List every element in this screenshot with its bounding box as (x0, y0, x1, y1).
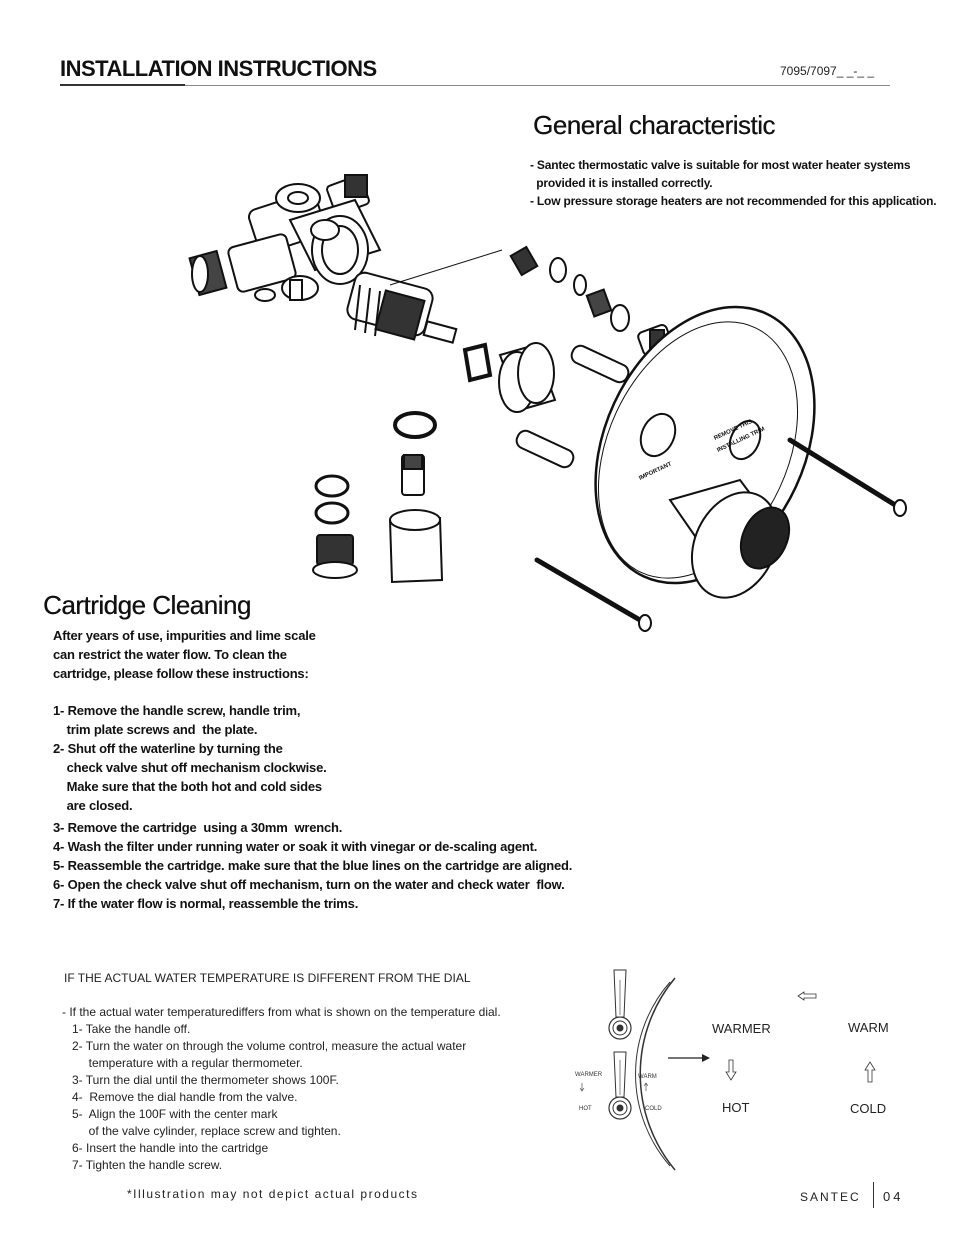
temperature-line: 5- Align the 100F with the center mark (62, 1107, 278, 1121)
temperature-line: - If the actual water temperaturediffers… (62, 1005, 501, 1019)
cartridge-intro-line: After years of use, impurities and lime … (53, 628, 316, 643)
cartridge-step: trim plate screws and the plate. (53, 722, 258, 737)
page-title: INSTALLATION INSTRUCTIONS (60, 56, 377, 81)
exploded-valve-diagram: IMPORTANT REMOVE THIS INSTALLING TRIM (188, 174, 907, 632)
general-line: - Santec thermostatic valve is suitable … (530, 158, 911, 172)
header-rule-accent (60, 84, 185, 86)
page-number: 04 (883, 1189, 904, 1204)
general-line: provided it is installed correctly. (530, 176, 713, 190)
temperature-steps: - If the actual water temperaturediffers… (62, 1004, 501, 1174)
footer-divider (873, 1182, 874, 1208)
temperature-line: temperature with a regular thermometer. (62, 1056, 303, 1070)
cartridge-intro-line: cartridge, please follow these instructi… (53, 666, 309, 681)
up-arrow-icon (864, 1061, 876, 1083)
general-characteristic-title: General characteristic (533, 110, 775, 140)
cartridge-step: 4- Wash the filter under running water o… (53, 839, 538, 854)
header-rule (60, 85, 890, 86)
temperature-heading: IF THE ACTUAL WATER TEMPERATURE IS DIFFE… (64, 971, 471, 985)
dial-label-warm-small: WARM (638, 1074, 657, 1080)
cartridge-step: are closed. (53, 798, 133, 813)
cartridge-intro: After years of use, impurities and lime … (53, 626, 316, 683)
pointer-arrow-icon (668, 1054, 710, 1062)
label-cold: COLD (850, 1101, 887, 1116)
cartridge-step: 6- Open the check valve shut off mechani… (53, 877, 565, 892)
temperature-line: 3- Turn the dial until the thermometer s… (62, 1073, 339, 1087)
cartridge-step: 1- Remove the handle screw, handle trim, (53, 703, 301, 718)
cartridge-step: 2- Shut off the waterline by turning the (53, 741, 283, 756)
valve-body (188, 174, 382, 302)
dial-label-hot-small: HOT (579, 1106, 592, 1112)
temperature-line: 7- Tighten the handle screw. (62, 1158, 223, 1172)
cartridge-cleaning-title: Cartridge Cleaning (43, 590, 251, 620)
cartridge-steps: 1- Remove the handle screw, handle trim,… (53, 701, 572, 913)
illustration-disclaimer: *Illustration may not depict actual prod… (127, 1187, 419, 1201)
temperature-line: 4- Remove the dial handle from the valve… (62, 1090, 298, 1104)
label-warmer: WARMER (712, 1021, 771, 1036)
general-characteristic-list: - Santec thermostatic valve is suitable … (530, 156, 937, 210)
label-hot: HOT (722, 1100, 750, 1115)
cartridge (346, 271, 458, 344)
trim-plate (594, 305, 816, 599)
down-arrow-icon (725, 1059, 737, 1081)
check-stop-parts (509, 245, 673, 357)
extension-sleeve (498, 342, 557, 413)
cartridge-step: 7- If the water flow is normal, reassemb… (53, 896, 359, 911)
cartridge-step: Make sure that the both hot and cold sid… (53, 779, 322, 794)
cartridge-step: 3- Remove the cartridge using a 30mm wre… (53, 820, 343, 835)
temperature-line: 2- Turn the water on through the volume … (62, 1039, 467, 1053)
temperature-line: 1- Take the handle off. (62, 1022, 191, 1036)
dial-illustration: WARMER WARM HOT COLD (575, 969, 676, 1171)
general-line: - Low pressure storage heaters are not r… (530, 194, 937, 208)
left-arrow-icon (797, 991, 817, 1001)
temperature-line: 6- Insert the handle into the cartridge (62, 1141, 269, 1155)
brand-name: SANTEC (800, 1190, 861, 1204)
cartridge-step: check valve shut off mechanism clockwise… (53, 760, 327, 775)
temperature-line: of the valve cylinder, replace screw and… (62, 1124, 341, 1138)
cartridge-step: 5- Reassemble the cartridge. make sure t… (53, 858, 573, 873)
dial-label-cold-small: COLD (645, 1106, 662, 1112)
label-warm: WARM (848, 1020, 889, 1035)
cartridge-intro-line: can restrict the water flow. To clean th… (53, 647, 287, 662)
model-number: 7095/7097_ _-_ _ (780, 64, 875, 78)
dial-label-warmer-small: WARMER (575, 1072, 603, 1078)
